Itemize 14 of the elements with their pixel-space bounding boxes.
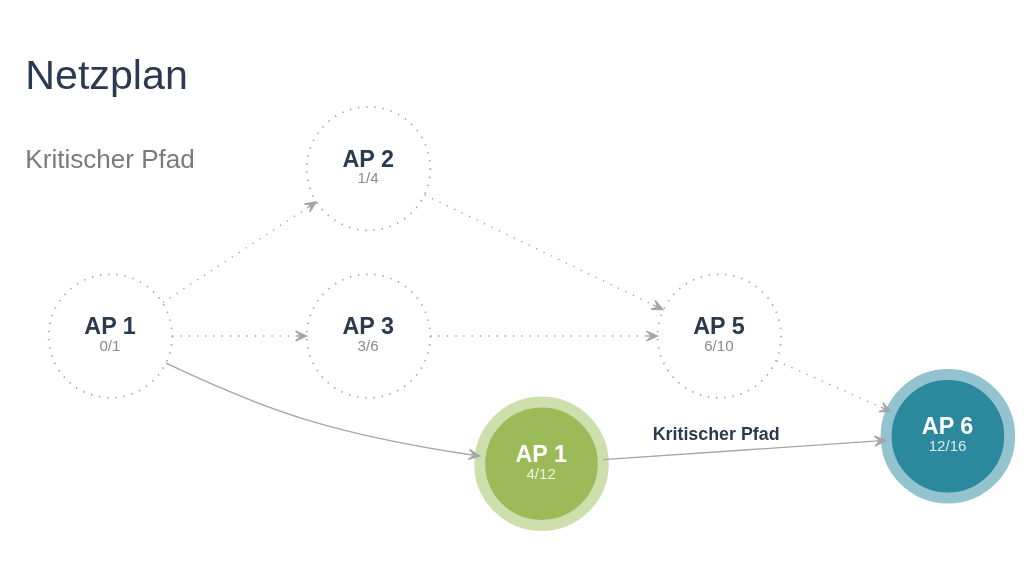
- label: Kritischer Pfad: [25, 144, 195, 175]
- arrow: [602, 435, 887, 461]
- edge-label: Kritischer Pfad: [652, 423, 780, 444]
- arrow: [162, 201, 317, 304]
- arrow: [429, 330, 659, 342]
- node-circle: AP 5 6/10: [656, 273, 782, 399]
- arrow: [424, 194, 664, 311]
- diagram-title: Netzplan: [25, 51, 188, 98]
- node-circle: AP 3 3/6: [305, 273, 432, 399]
- node-circle: AP 1 0/1: [47, 273, 174, 399]
- arrow: [775, 360, 892, 413]
- node-circle: AP 1 4/12: [474, 396, 609, 531]
- arrow: [171, 330, 308, 342]
- arrow: [165, 362, 481, 461]
